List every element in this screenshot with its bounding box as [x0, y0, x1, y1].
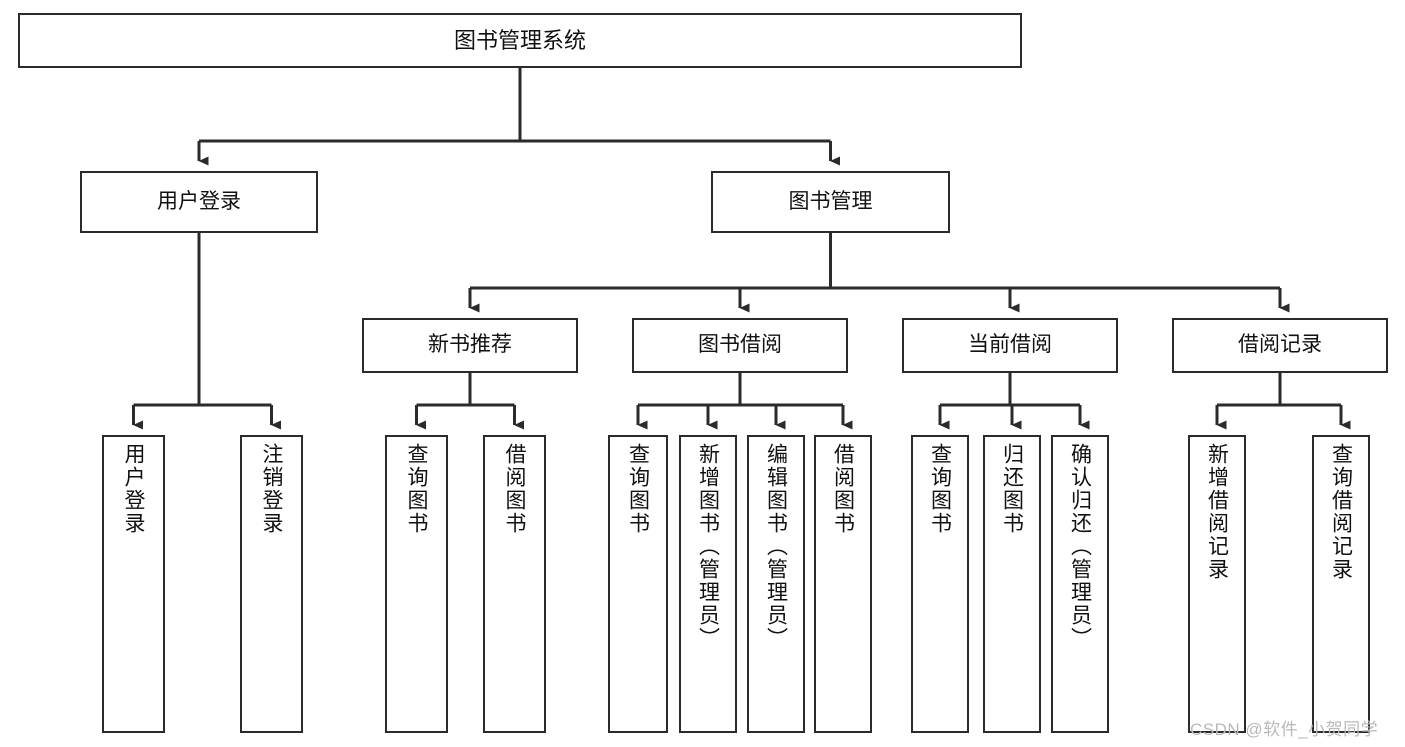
- node-leaf-query-book-recommend[interactable]: 查询图书: [385, 435, 448, 733]
- node-leaf-user-logout[interactable]: 注销登录: [240, 435, 303, 733]
- node-current-borrowing[interactable]: 当前借阅: [902, 318, 1118, 373]
- node-leaf-query-book-borrow[interactable]: 查询图书: [608, 435, 668, 733]
- node-leaf-confirm-return[interactable]: 确认归还（管理员）: [1051, 435, 1109, 733]
- node-user-login[interactable]: 用户登录: [80, 171, 318, 233]
- node-label: 用户登录: [122, 443, 145, 535]
- node-label: 借阅记录: [1238, 333, 1322, 357]
- node-label: 图书管理系统: [453, 27, 586, 53]
- node-label: 查询图书: [928, 443, 952, 535]
- node-leaf-add-borrow-record[interactable]: 新增借阅记录: [1188, 435, 1246, 733]
- node-leaf-borrow-book[interactable]: 借阅图书: [814, 435, 872, 733]
- node-leaf-borrow-book-recommend[interactable]: 借阅图书: [483, 435, 546, 733]
- node-leaf-user-login[interactable]: 用户登录: [102, 435, 165, 733]
- node-leaf-return-book[interactable]: 归还图书: [983, 435, 1041, 733]
- node-label: 确认归还（管理员）: [1068, 443, 1092, 650]
- node-label: 新增图书（管理员）: [696, 443, 720, 650]
- node-borrowing-records[interactable]: 借阅记录: [1172, 318, 1388, 373]
- node-label: 查询图书: [405, 443, 428, 535]
- node-book-borrowing[interactable]: 图书借阅: [632, 318, 848, 373]
- node-label: 借阅图书: [503, 443, 526, 535]
- node-leaf-query-borrow-record[interactable]: 查询借阅记录: [1312, 435, 1370, 733]
- node-label: 新书推荐: [428, 333, 512, 357]
- node-label: 注销登录: [260, 443, 283, 535]
- watermark: CSDN @软件_小贺同学: [1190, 720, 1379, 739]
- node-label: 图书借阅: [698, 333, 782, 357]
- node-label: 图书管理: [788, 189, 873, 213]
- node-label: 归还图书: [1000, 443, 1024, 535]
- node-leaf-add-book[interactable]: 新增图书（管理员）: [679, 435, 737, 733]
- node-root[interactable]: 图书管理系统: [18, 13, 1022, 68]
- node-label: 查询图书: [626, 443, 650, 535]
- node-label: 用户登录: [157, 189, 241, 213]
- node-label: 新增借阅记录: [1205, 443, 1229, 581]
- node-leaf-edit-book[interactable]: 编辑图书（管理员）: [747, 435, 805, 733]
- node-label: 查询借阅记录: [1329, 443, 1353, 581]
- node-label: 当前借阅: [968, 333, 1052, 357]
- node-label: 借阅图书: [831, 443, 855, 535]
- node-leaf-query-book-current[interactable]: 查询图书: [911, 435, 969, 733]
- node-new-book-recommendation[interactable]: 新书推荐: [362, 318, 578, 373]
- node-book-management[interactable]: 图书管理: [711, 171, 950, 233]
- node-label: 编辑图书（管理员）: [764, 443, 788, 650]
